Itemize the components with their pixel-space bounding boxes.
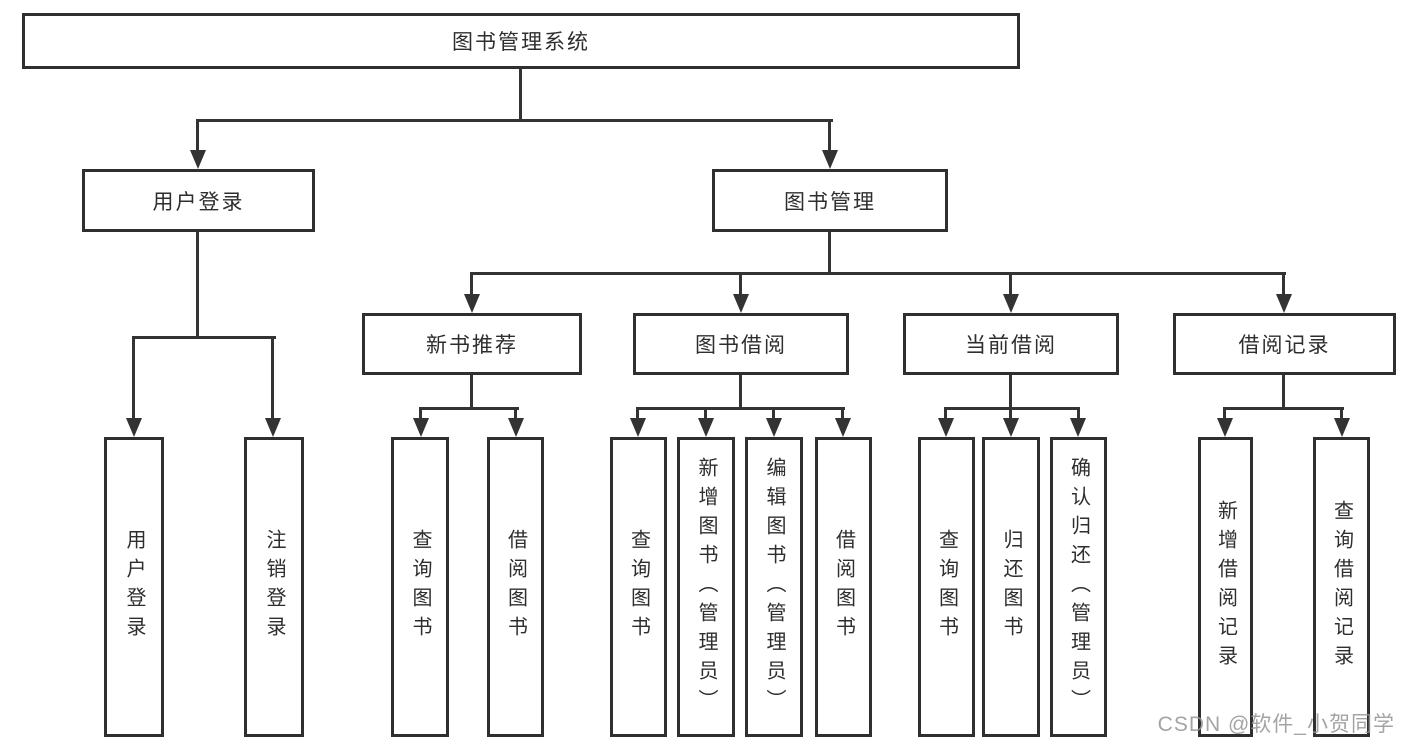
arrowhead-newbooks-2: [508, 418, 524, 437]
arrowhead-borrowrecords-2: [1334, 418, 1350, 437]
arrowhead-currentborrow-2: [1003, 418, 1019, 437]
connector-bookborrow-drop-1: [636, 407, 639, 421]
leaf-query-borrow-record: 查询借阅记录: [1313, 437, 1370, 737]
connector-newbooks-drop-2: [514, 407, 517, 421]
leaf-logout-label: 注销登录: [263, 529, 285, 645]
leaf-add-books-admin-label: 新增图书（管理员）: [695, 456, 717, 718]
arrowhead-to-book-mgmt: [822, 150, 838, 169]
connector-bookmgmt-stem: [828, 232, 831, 275]
node-new-books-label: 新书推荐: [426, 334, 518, 357]
connector-userlogin-drop-2: [271, 336, 274, 420]
connector-newbooks-drop-1: [419, 407, 422, 421]
leaf-confirm-return-admin: 确认归还（管理员）: [1050, 437, 1107, 737]
node-book-mgmt-label: 图书管理: [784, 190, 876, 214]
arrowhead-bookborrow-1: [630, 418, 646, 437]
leaf-confirm-return-admin-label: 确认归还（管理员）: [1067, 456, 1090, 718]
connector-root-drop-right: [828, 119, 831, 153]
leaf-query-books-3: 查询图书: [918, 437, 975, 737]
connector-newbooks-stem: [470, 375, 473, 410]
leaf-borrow-books-2: 借阅图书: [815, 437, 872, 737]
arrowhead-to-new-books: [464, 294, 480, 313]
node-root-label: 图书管理系统: [452, 31, 590, 54]
connector-currentborrow-stem: [1009, 375, 1012, 410]
leaf-user-login: 用户登录: [104, 437, 164, 737]
node-user-login: 用户登录: [82, 169, 315, 232]
arrowhead-to-current-borrow: [1003, 294, 1019, 313]
arrowhead-to-leaf-login: [126, 418, 142, 437]
arrowhead-currentborrow-1: [938, 418, 954, 437]
leaf-add-borrow-record: 新增借阅记录: [1198, 437, 1253, 737]
connector-currentborrow-drop-2: [1009, 407, 1012, 421]
connector-currentborrow-drop-1: [944, 407, 947, 421]
leaf-add-borrow-record-label: 新增借阅记录: [1214, 500, 1237, 674]
connector-borrowrecords-stem: [1282, 375, 1285, 410]
arrowhead-bookborrow-4: [835, 418, 851, 437]
connector-bookborrow-stem: [739, 375, 742, 410]
connector-bookborrow-hbar: [636, 407, 845, 410]
connector-root-hbar: [196, 119, 833, 122]
connector-userlogin-stem: [196, 232, 199, 339]
connector-bookmgmt-hbar: [470, 272, 1286, 275]
leaf-return-books: 归还图书: [982, 437, 1040, 737]
arrowhead-newbooks-1: [413, 418, 429, 437]
leaf-query-books-2: 查询图书: [610, 437, 667, 737]
leaf-query-books-3-label: 查询图书: [935, 529, 958, 645]
connector-root-drop-left: [196, 119, 199, 153]
arrowhead-bookborrow-2: [698, 418, 714, 437]
connector-bookmgmt-drop-3: [1009, 272, 1012, 297]
connector-currentborrow-drop-3: [1077, 407, 1080, 421]
connector-bookborrow-drop-4: [841, 407, 844, 421]
leaf-logout: 注销登录: [244, 437, 304, 737]
leaf-edit-books-admin: 编辑图书（管理员）: [745, 437, 803, 737]
arrowhead-to-leaf-logout: [265, 418, 281, 437]
node-book-borrow-label: 图书借阅: [695, 334, 787, 357]
leaf-query-books-1: 查询图书: [391, 437, 449, 737]
leaf-add-books-admin: 新增图书（管理员）: [677, 437, 735, 737]
leaf-query-borrow-record-label: 查询借阅记录: [1330, 500, 1353, 674]
leaf-edit-books-admin-label: 编辑图书（管理员）: [763, 456, 785, 718]
arrowhead-to-user-login: [190, 150, 206, 169]
arrowhead-currentborrow-3: [1070, 418, 1086, 437]
node-book-mgmt: 图书管理: [712, 169, 948, 232]
connector-borrowrecords-hbar: [1223, 407, 1344, 410]
connector-bookborrow-drop-3: [772, 407, 775, 421]
node-root: 图书管理系统: [22, 13, 1020, 69]
connector-bookmgmt-drop-1: [470, 272, 473, 297]
connector-bookborrow-drop-2: [704, 407, 707, 421]
connector-currentborrow-hbar: [944, 407, 1080, 410]
watermark-text: CSDN @软件_小贺同学: [1157, 713, 1395, 736]
connector-bookmgmt-drop-2: [739, 272, 742, 297]
leaf-return-books-label: 归还图书: [1000, 529, 1022, 645]
connector-newbooks-hbar: [419, 407, 519, 410]
arrowhead-to-book-borrow: [733, 294, 749, 313]
connector-borrowrecords-drop-2: [1340, 407, 1343, 421]
connector-borrowrecords-drop-1: [1223, 407, 1226, 421]
leaf-query-books-2-label: 查询图书: [627, 529, 650, 645]
leaf-query-books-1-label: 查询图书: [409, 529, 431, 645]
node-new-books: 新书推荐: [362, 313, 582, 375]
leaf-user-login-label: 用户登录: [123, 529, 145, 645]
node-book-borrow: 图书借阅: [633, 313, 849, 375]
connector-bookmgmt-drop-4: [1282, 272, 1285, 297]
node-current-borrow: 当前借阅: [903, 313, 1119, 375]
node-current-borrow-label: 当前借阅: [965, 334, 1057, 357]
node-borrow-records: 借阅记录: [1173, 313, 1396, 375]
leaf-borrow-books-2-label: 借阅图书: [832, 529, 855, 645]
connector-userlogin-hbar: [132, 336, 276, 339]
connector-userlogin-drop-1: [132, 336, 135, 420]
arrowhead-to-borrow-records: [1276, 294, 1292, 313]
node-borrow-records-label: 借阅记录: [1238, 334, 1331, 357]
node-user-login-label: 用户登录: [152, 190, 245, 214]
arrowhead-borrowrecords-1: [1217, 418, 1233, 437]
connector-root-stem: [519, 69, 522, 122]
leaf-borrow-books-1-label: 借阅图书: [504, 529, 527, 645]
leaf-borrow-books-1: 借阅图书: [487, 437, 544, 737]
arrowhead-bookborrow-3: [766, 418, 782, 437]
